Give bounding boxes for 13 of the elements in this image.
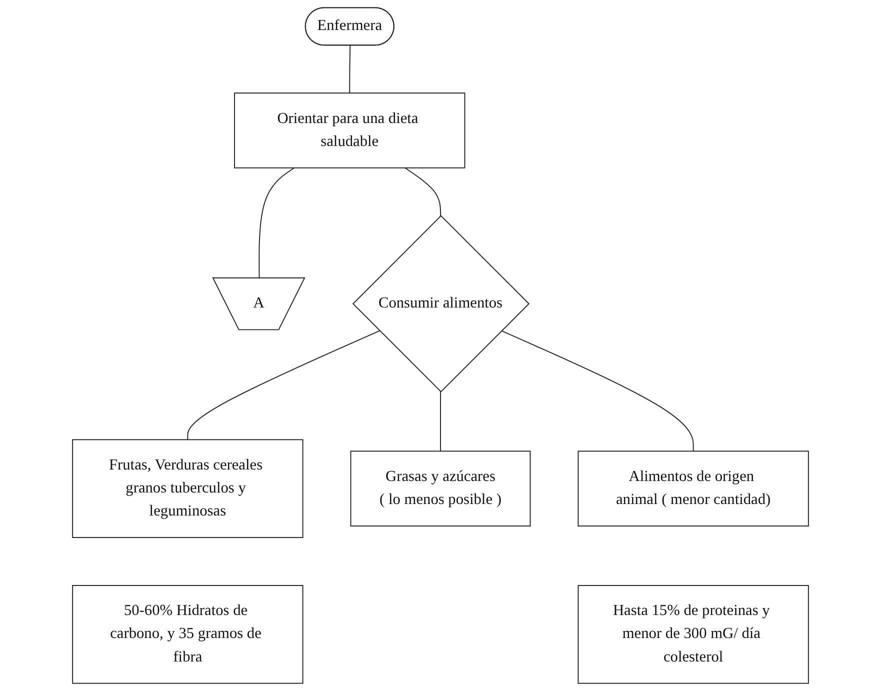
connector	[440, 391, 441, 452]
node-box: Orientar para una dieta saludable	[234, 92, 466, 168]
connector	[187, 330, 380, 440]
connector	[500, 330, 694, 452]
node-box: Grasas y azúcares ( lo menos posible )	[350, 450, 531, 526]
node-diamond: Consumir alimentos	[352, 215, 530, 392]
connector	[349, 45, 351, 94]
node-box: Hasta 15% de proteinas y menor de 300 mG/ día colesterol	[578, 585, 809, 684]
connector	[258, 167, 295, 279]
node-box: 50-60% Hidratos de carbono, y 35 gramos de fibra	[72, 585, 304, 684]
connector	[404, 167, 441, 216]
node-box: Frutas, Verduras cereales granos tuberculos y leguminosas	[72, 439, 304, 538]
node-box: Alimentos de origen animal ( menor cantidad)	[578, 450, 809, 526]
